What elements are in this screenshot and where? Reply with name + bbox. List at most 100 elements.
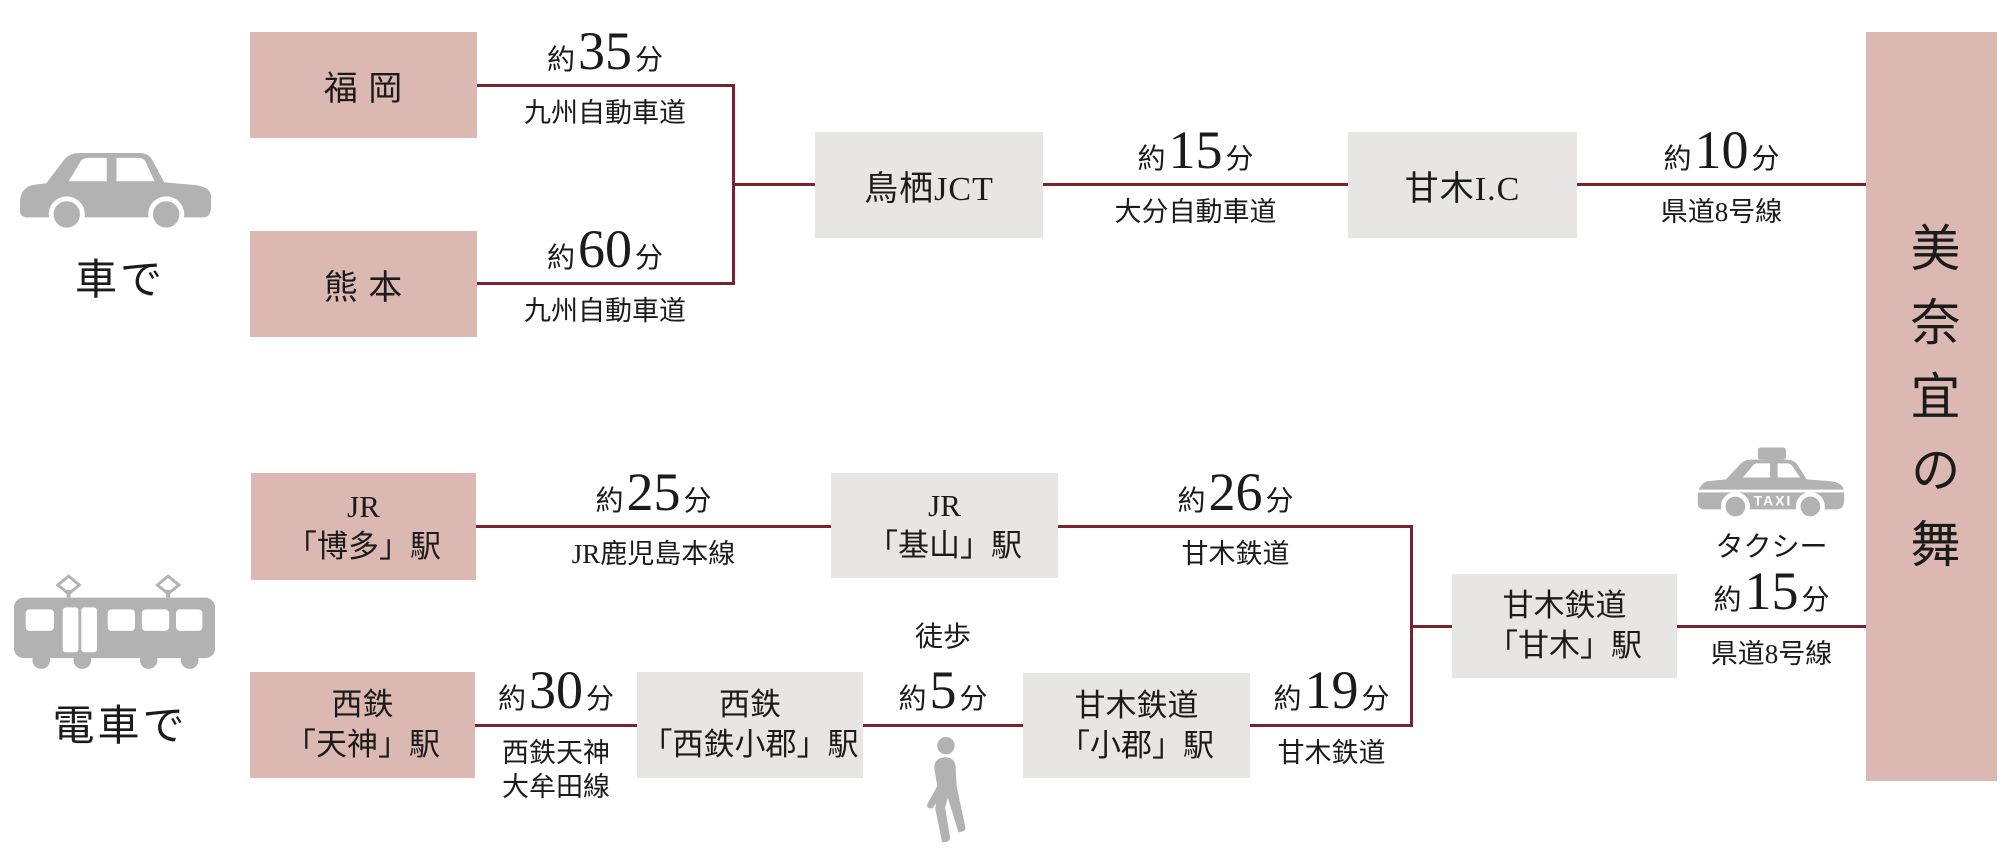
- road-amagi-dest: 県道8号線: [1660, 197, 1783, 227]
- amagi-ogori-line2: 「小郡」駅: [1059, 727, 1214, 763]
- approx-prefix: 約: [898, 684, 927, 715]
- road-tosu-amagi: 大分自動車道: [1114, 197, 1277, 227]
- destination-box: 美奈宜の舞: [1866, 32, 1997, 781]
- road-tenjin-ogori-line2: 大牟田線: [502, 772, 610, 802]
- minutes-unit: 分: [586, 684, 615, 715]
- road-tenjin-ogori-line1: 西鉄天神: [502, 738, 610, 768]
- jr-kiyama-line1: JR: [928, 487, 961, 523]
- minutes-unit: 分: [1751, 144, 1780, 175]
- tosu-jct-box: 鳥栖JCT: [815, 132, 1043, 238]
- approx-prefix: 約: [546, 243, 575, 274]
- route-line-tenjin-ogori: [475, 724, 637, 727]
- route-line-kiyama-merge: [1058, 525, 1413, 528]
- minutes-unit: 分: [635, 243, 664, 274]
- minutes-value: 60: [578, 219, 632, 279]
- route-line-fukuoka: [477, 84, 733, 87]
- route-line-kumamoto: [477, 282, 733, 285]
- fukuoka-box: 福 岡: [250, 32, 477, 138]
- minutes-unit: 分: [1225, 144, 1254, 175]
- route-line-to-tosu: [732, 183, 815, 186]
- route-line-taxi: [1677, 625, 1866, 628]
- minutes-value: 19: [1304, 660, 1359, 720]
- tosu-jct-label: 鳥栖JCT: [864, 170, 994, 208]
- route-line-amagi-dest: [1577, 183, 1866, 186]
- approx-prefix: 約: [1663, 144, 1692, 175]
- minutes-value: 15: [1744, 561, 1799, 621]
- route-line-walk: [863, 724, 1023, 727]
- jr-kiyama-box: JR 「基山」駅: [831, 473, 1058, 578]
- road-ogori-amagi: 甘木鉄道: [1277, 738, 1386, 768]
- approx-prefix: 約: [1137, 144, 1166, 175]
- minutes-value: 25: [626, 462, 681, 522]
- kumamoto-box: 熊 本: [250, 231, 477, 337]
- minutes-value: 35: [578, 21, 632, 81]
- nishitetsu-ogori-line2: 「西鉄小郡」駅: [641, 727, 859, 762]
- jr-hakata-line1: JR: [347, 488, 380, 524]
- amagi-station-line2: 「甘木」駅: [1487, 628, 1642, 663]
- car-section-label: 車で: [74, 258, 165, 304]
- car-icon: [18, 146, 213, 236]
- minutes-unit: 分: [959, 684, 988, 715]
- minutes-unit: 分: [1265, 486, 1294, 517]
- jr-hakata-box: JR 「博多」駅: [251, 473, 476, 580]
- road-fukuoka-tosu: 九州自動車道: [524, 98, 686, 128]
- route-line-hakata-kiyama: [476, 525, 831, 528]
- destination-label: 美奈宜の舞: [1903, 221, 1960, 592]
- taxi-sign-text: TAXI: [1754, 493, 1792, 509]
- minutes-unit: 分: [683, 486, 712, 517]
- fukuoka-label: 福 岡: [323, 70, 404, 108]
- tenjin-line2: 「天神」駅: [285, 727, 440, 762]
- tenjin-line1: 西鉄: [331, 687, 394, 722]
- nishitetsu-ogori-box: 西鉄 「西鉄小郡」駅: [637, 672, 863, 778]
- nishitetsu-tenjin-box: 西鉄 「天神」駅: [250, 672, 475, 778]
- minutes-unit: 分: [1361, 684, 1390, 715]
- route-line-ogori-merge: [1250, 724, 1413, 727]
- amagi-ic-box: 甘木I.C: [1348, 132, 1577, 238]
- taxi-icon: TAXI: [1696, 447, 1846, 522]
- road-kiyama-amagi: 甘木鉄道: [1181, 539, 1290, 569]
- road-hakata-kiyama: JR鹿児島本線: [571, 539, 736, 569]
- minutes-unit: 分: [1801, 585, 1830, 616]
- approx-prefix: 約: [595, 486, 624, 517]
- minutes-value: 30: [529, 660, 583, 720]
- jr-kiyama-line2: 「基山」駅: [867, 527, 1022, 563]
- minutes-value: 26: [1208, 462, 1263, 522]
- kumamoto-label: 熊 本: [323, 269, 404, 307]
- jr-hakata-line2: 「博多」駅: [286, 528, 441, 564]
- approx-prefix: 約: [1713, 585, 1742, 616]
- amagi-ic-label: 甘木I.C: [1404, 170, 1521, 208]
- amagi-ogori-line1: 甘木鉄道: [1074, 687, 1199, 723]
- minutes-unit: 分: [635, 45, 664, 76]
- taxi-label: タクシー: [1715, 532, 1828, 563]
- walk-label: 徒歩: [914, 622, 971, 653]
- route-line-to-amagi-station: [1410, 625, 1452, 628]
- road-taxi: 県道8号線: [1710, 639, 1833, 669]
- minutes-value: 5: [929, 660, 957, 720]
- train-section-label: 電車で: [52, 704, 188, 750]
- amagi-ogori-box: 甘木鉄道 「小郡」駅: [1023, 673, 1250, 778]
- train-icon: [12, 574, 217, 674]
- road-kumamoto-tosu: 九州自動車道: [524, 296, 686, 326]
- nishitetsu-ogori-line1: 西鉄: [719, 687, 781, 722]
- amagi-station-line1: 甘木鉄道: [1502, 588, 1627, 623]
- route-line-tosu-amagi: [1043, 183, 1348, 186]
- approx-prefix: 約: [546, 45, 575, 76]
- road-tenjin-ogori: 西鉄天神 大牟田線: [475, 736, 637, 804]
- approx-prefix: 約: [1177, 486, 1206, 517]
- amagi-station-box: 甘木鉄道 「甘木」駅: [1452, 574, 1677, 678]
- walking-person-icon: [916, 736, 974, 844]
- minutes-value: 15: [1168, 120, 1223, 180]
- approx-prefix: 約: [1273, 684, 1302, 715]
- approx-prefix: 約: [497, 684, 526, 715]
